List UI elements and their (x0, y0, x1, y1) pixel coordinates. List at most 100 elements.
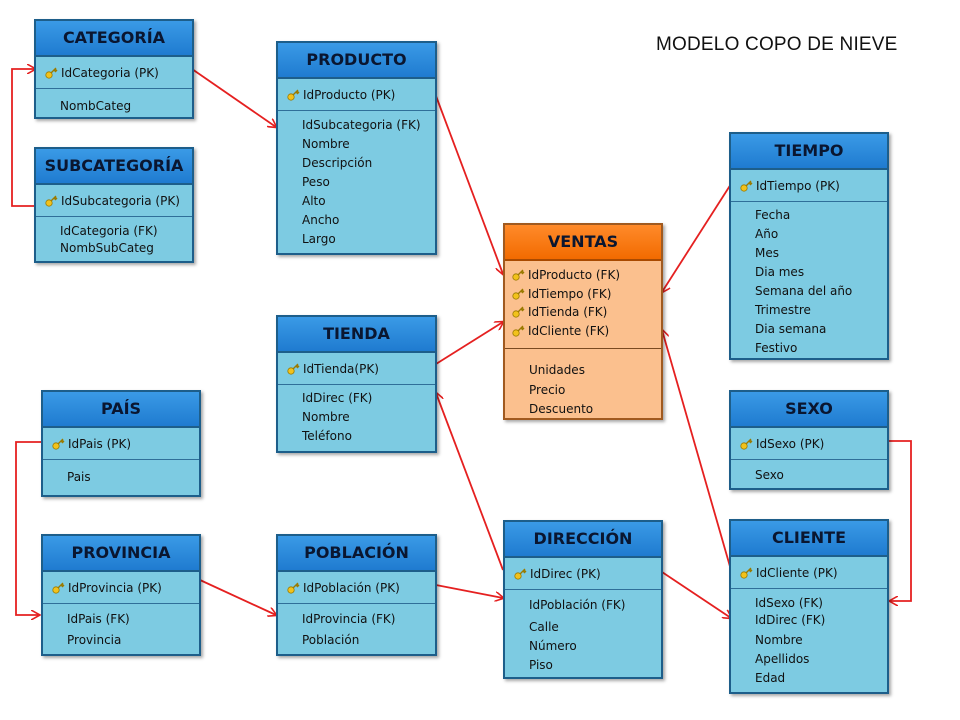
attribute: Descripción (302, 156, 373, 170)
pk-row: IdTiempo (PK) (731, 170, 887, 202)
attribute: NombSubCateg (60, 241, 154, 255)
key-icon (512, 269, 525, 281)
pk-label: IdPais (PK) (68, 436, 132, 451)
pk-label: IdTienda(PK) (303, 361, 379, 376)
attribute: Dia semana (755, 322, 827, 336)
attribute-list: IdDirec (FK) Nombre Teléfono (278, 385, 435, 446)
entity-ventas: VENTAS IdProducto (FK) IdTiempo (FK) IdT… (503, 223, 663, 420)
link-tienda-ventas (435, 322, 503, 365)
entity-producto: PRODUCTO IdProducto (PK) IdSubcategoria … (276, 41, 437, 255)
attribute: Mes (755, 246, 779, 260)
attribute: Edad (755, 671, 786, 685)
entity-title: SUBCATEGORÍA (36, 149, 192, 185)
attribute-list: IdSexo (FK) IdDirec (FK) Nombre Apellido… (731, 589, 887, 688)
pk-label: IdProducto (PK) (303, 87, 396, 102)
entity-title: POBLACIÓN (278, 536, 435, 572)
attribute: IdSubcategoria (FK) (302, 118, 421, 132)
pk-row: IdSexo (PK) (731, 428, 887, 460)
attribute: Largo (302, 232, 336, 246)
key-icon (740, 180, 753, 192)
attribute: IdDirec (FK) (755, 613, 826, 627)
entity-poblacion: POBLACIÓN IdPoblación (PK) IdProvincia (… (276, 534, 437, 656)
entity-title: PAÍS (43, 392, 199, 428)
attribute: Sexo (755, 468, 784, 482)
pk-label: IdSexo (PK) (756, 436, 825, 451)
key-icon (512, 306, 525, 318)
attribute: Ancho (302, 213, 340, 227)
entity-tiempo: TIEMPO IdTiempo (PK) Fecha Año Mes Dia m… (729, 132, 889, 360)
entity-title: CATEGORÍA (36, 21, 192, 57)
fk-list: IdProducto (FK) IdTiempo (FK) IdTienda (… (505, 261, 661, 349)
entity-categoria: CATEGORÍA IdCategoria (PK) NombCateg (34, 19, 194, 119)
entity-sexo: SEXO IdSexo (PK) Sexo (729, 390, 889, 490)
fk-label: IdCliente (FK) (528, 323, 610, 338)
link-tiempo-ventas (662, 183, 732, 292)
attribute: IdPoblación (FK) (529, 598, 626, 612)
attribute: Provincia (67, 633, 122, 647)
attribute: Dia mes (755, 265, 805, 279)
pk-row: IdPoblación (PK) (278, 572, 435, 604)
attribute-list: IdPoblación (FK) Calle Número Piso (505, 590, 661, 675)
link-sexo-cliente (888, 440, 912, 601)
pk-row: IdSubcategoria (PK) (36, 185, 192, 217)
key-icon (740, 567, 753, 579)
pk-label: IdProvincia (PK) (68, 580, 162, 595)
attribute-list: NombCateg (36, 89, 192, 116)
attribute-list: Fecha Año Mes Dia mes Semana del año Tri… (731, 202, 887, 358)
link-cliente-ventas (662, 330, 732, 571)
attribute: IdCategoria (FK) (60, 224, 158, 238)
link-provincia-poblacion (199, 579, 276, 615)
pk-row: IdProvincia (PK) (43, 572, 199, 604)
entity-subcategoria: SUBCATEGORÍA IdSubcategoria (PK) IdCateg… (34, 147, 194, 263)
attribute: Año (755, 227, 779, 241)
attribute: Nombre (302, 137, 350, 151)
attribute: Trimestre (755, 303, 811, 317)
attribute-list: Pais (43, 460, 199, 487)
attribute-list: IdSubcategoria (FK) Nombre Descripción P… (278, 111, 435, 249)
diagram-title: MODELO COPO DE NIEVE (656, 34, 898, 55)
attribute: Nombre (302, 410, 350, 424)
link-direccion-tienda (436, 393, 504, 571)
key-icon (52, 438, 65, 450)
link-poblacion-direccion (435, 584, 503, 598)
pk-label: IdCliente (PK) (756, 565, 838, 580)
pk-row: IdCliente (PK) (731, 557, 887, 589)
attribute: Unidades (529, 363, 585, 377)
attribute: Descuento (529, 402, 594, 416)
fk-label: IdTiempo (FK) (528, 286, 612, 301)
key-icon (52, 582, 65, 594)
entity-title: PRODUCTO (278, 43, 435, 79)
fk-row: IdTienda (FK) (511, 303, 661, 322)
fk-label: IdProducto (FK) (528, 268, 621, 283)
attribute: IdProvincia (FK) (302, 612, 396, 626)
attribute: IdDirec (FK) (302, 391, 373, 405)
link-producto-ventas (435, 95, 503, 274)
key-icon (287, 89, 300, 101)
fk-label: IdTienda (FK) (528, 305, 608, 320)
attribute: Nombre (755, 633, 803, 647)
link-categoria-producto (191, 68, 276, 127)
attribute: Población (302, 633, 360, 647)
entity-tienda: TIENDA IdTienda(PK) IdDirec (FK) Nombre … (276, 315, 437, 453)
key-icon (512, 288, 525, 300)
attribute-list: Unidades Precio Descuento (505, 349, 661, 420)
key-icon (45, 195, 58, 207)
attribute: IdSexo (FK) (755, 596, 823, 610)
attribute: Apellidos (755, 652, 810, 666)
attribute: Festivo (755, 341, 798, 355)
key-icon (287, 363, 300, 375)
entity-title: DIRECCIÓN (505, 522, 661, 558)
attribute: NombCateg (60, 99, 132, 113)
attribute: Precio (529, 382, 566, 397)
attribute: Calle (529, 620, 559, 634)
attribute: Pais (67, 470, 91, 484)
attribute-list: Sexo (731, 460, 887, 485)
fk-row: IdProducto (FK) (511, 266, 661, 285)
pk-label: IdSubcategoria (PK) (61, 193, 180, 208)
attribute: IdPais (FK) (67, 612, 130, 626)
fk-row: IdCliente (FK) (511, 322, 661, 341)
entity-title: TIEMPO (731, 134, 887, 170)
key-icon (740, 438, 753, 450)
pk-row: IdDirec (PK) (505, 558, 661, 590)
key-icon (287, 582, 300, 594)
